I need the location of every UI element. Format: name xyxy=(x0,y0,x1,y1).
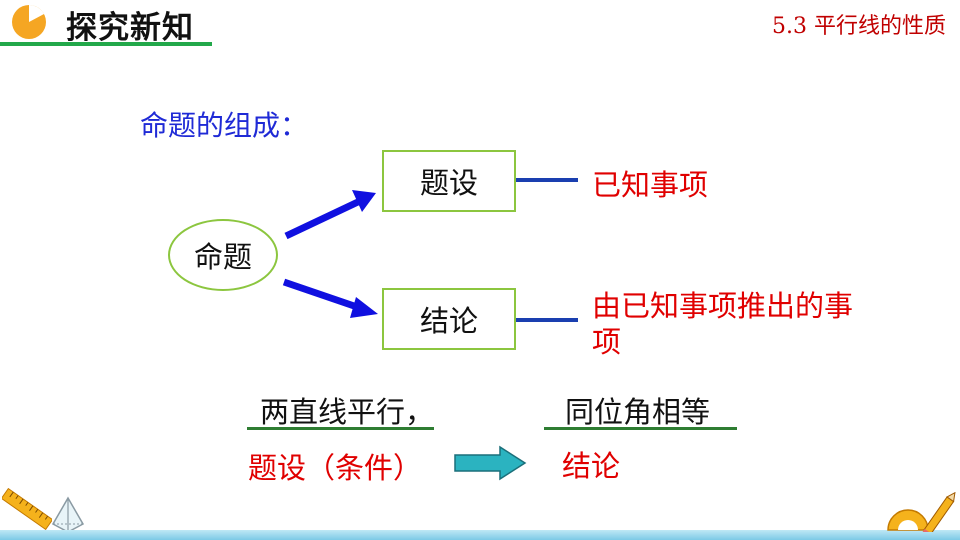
arrow-to-conclusion xyxy=(282,278,362,312)
example-conclusion-label: 结论 xyxy=(562,449,621,483)
section-title: 5.3 平行线的性质 xyxy=(772,14,946,39)
example-conclusion-underline xyxy=(544,427,737,430)
footer-bar xyxy=(0,530,960,540)
conclusion-description: 由已知事项推出的事项 xyxy=(592,289,854,359)
premise-box-label: 题设 xyxy=(419,166,478,200)
conclusion-box-label: 结论 xyxy=(419,304,478,338)
ruler-icon xyxy=(2,488,52,530)
arrow-to-premise-head xyxy=(352,190,376,212)
example-conclusion-text: 同位角相等 xyxy=(565,395,711,429)
teal-block-arrow xyxy=(454,445,527,481)
example-premise-label: 题设（条件） xyxy=(248,451,423,485)
header-title: 探究新知 xyxy=(66,10,194,46)
premise-box: 题设 xyxy=(382,150,516,212)
composition-heading: 命题的组成： xyxy=(140,109,309,142)
root-node-label: 命题 xyxy=(193,240,252,274)
header-underline xyxy=(0,42,212,46)
root-node-oval: 命题 xyxy=(168,219,278,291)
pie-chart-icon xyxy=(12,5,46,39)
premise-description: 已知事项 xyxy=(592,168,709,202)
conclusion-box: 结论 xyxy=(382,288,516,350)
example-premise-text: 两直线平行， xyxy=(260,395,435,429)
protractor-pencil-icon xyxy=(887,492,956,532)
arrow-to-conclusion-head xyxy=(350,297,378,318)
arrow-to-premise xyxy=(284,197,362,240)
pyramid-icon xyxy=(51,496,85,533)
example-premise-underline xyxy=(247,427,434,430)
